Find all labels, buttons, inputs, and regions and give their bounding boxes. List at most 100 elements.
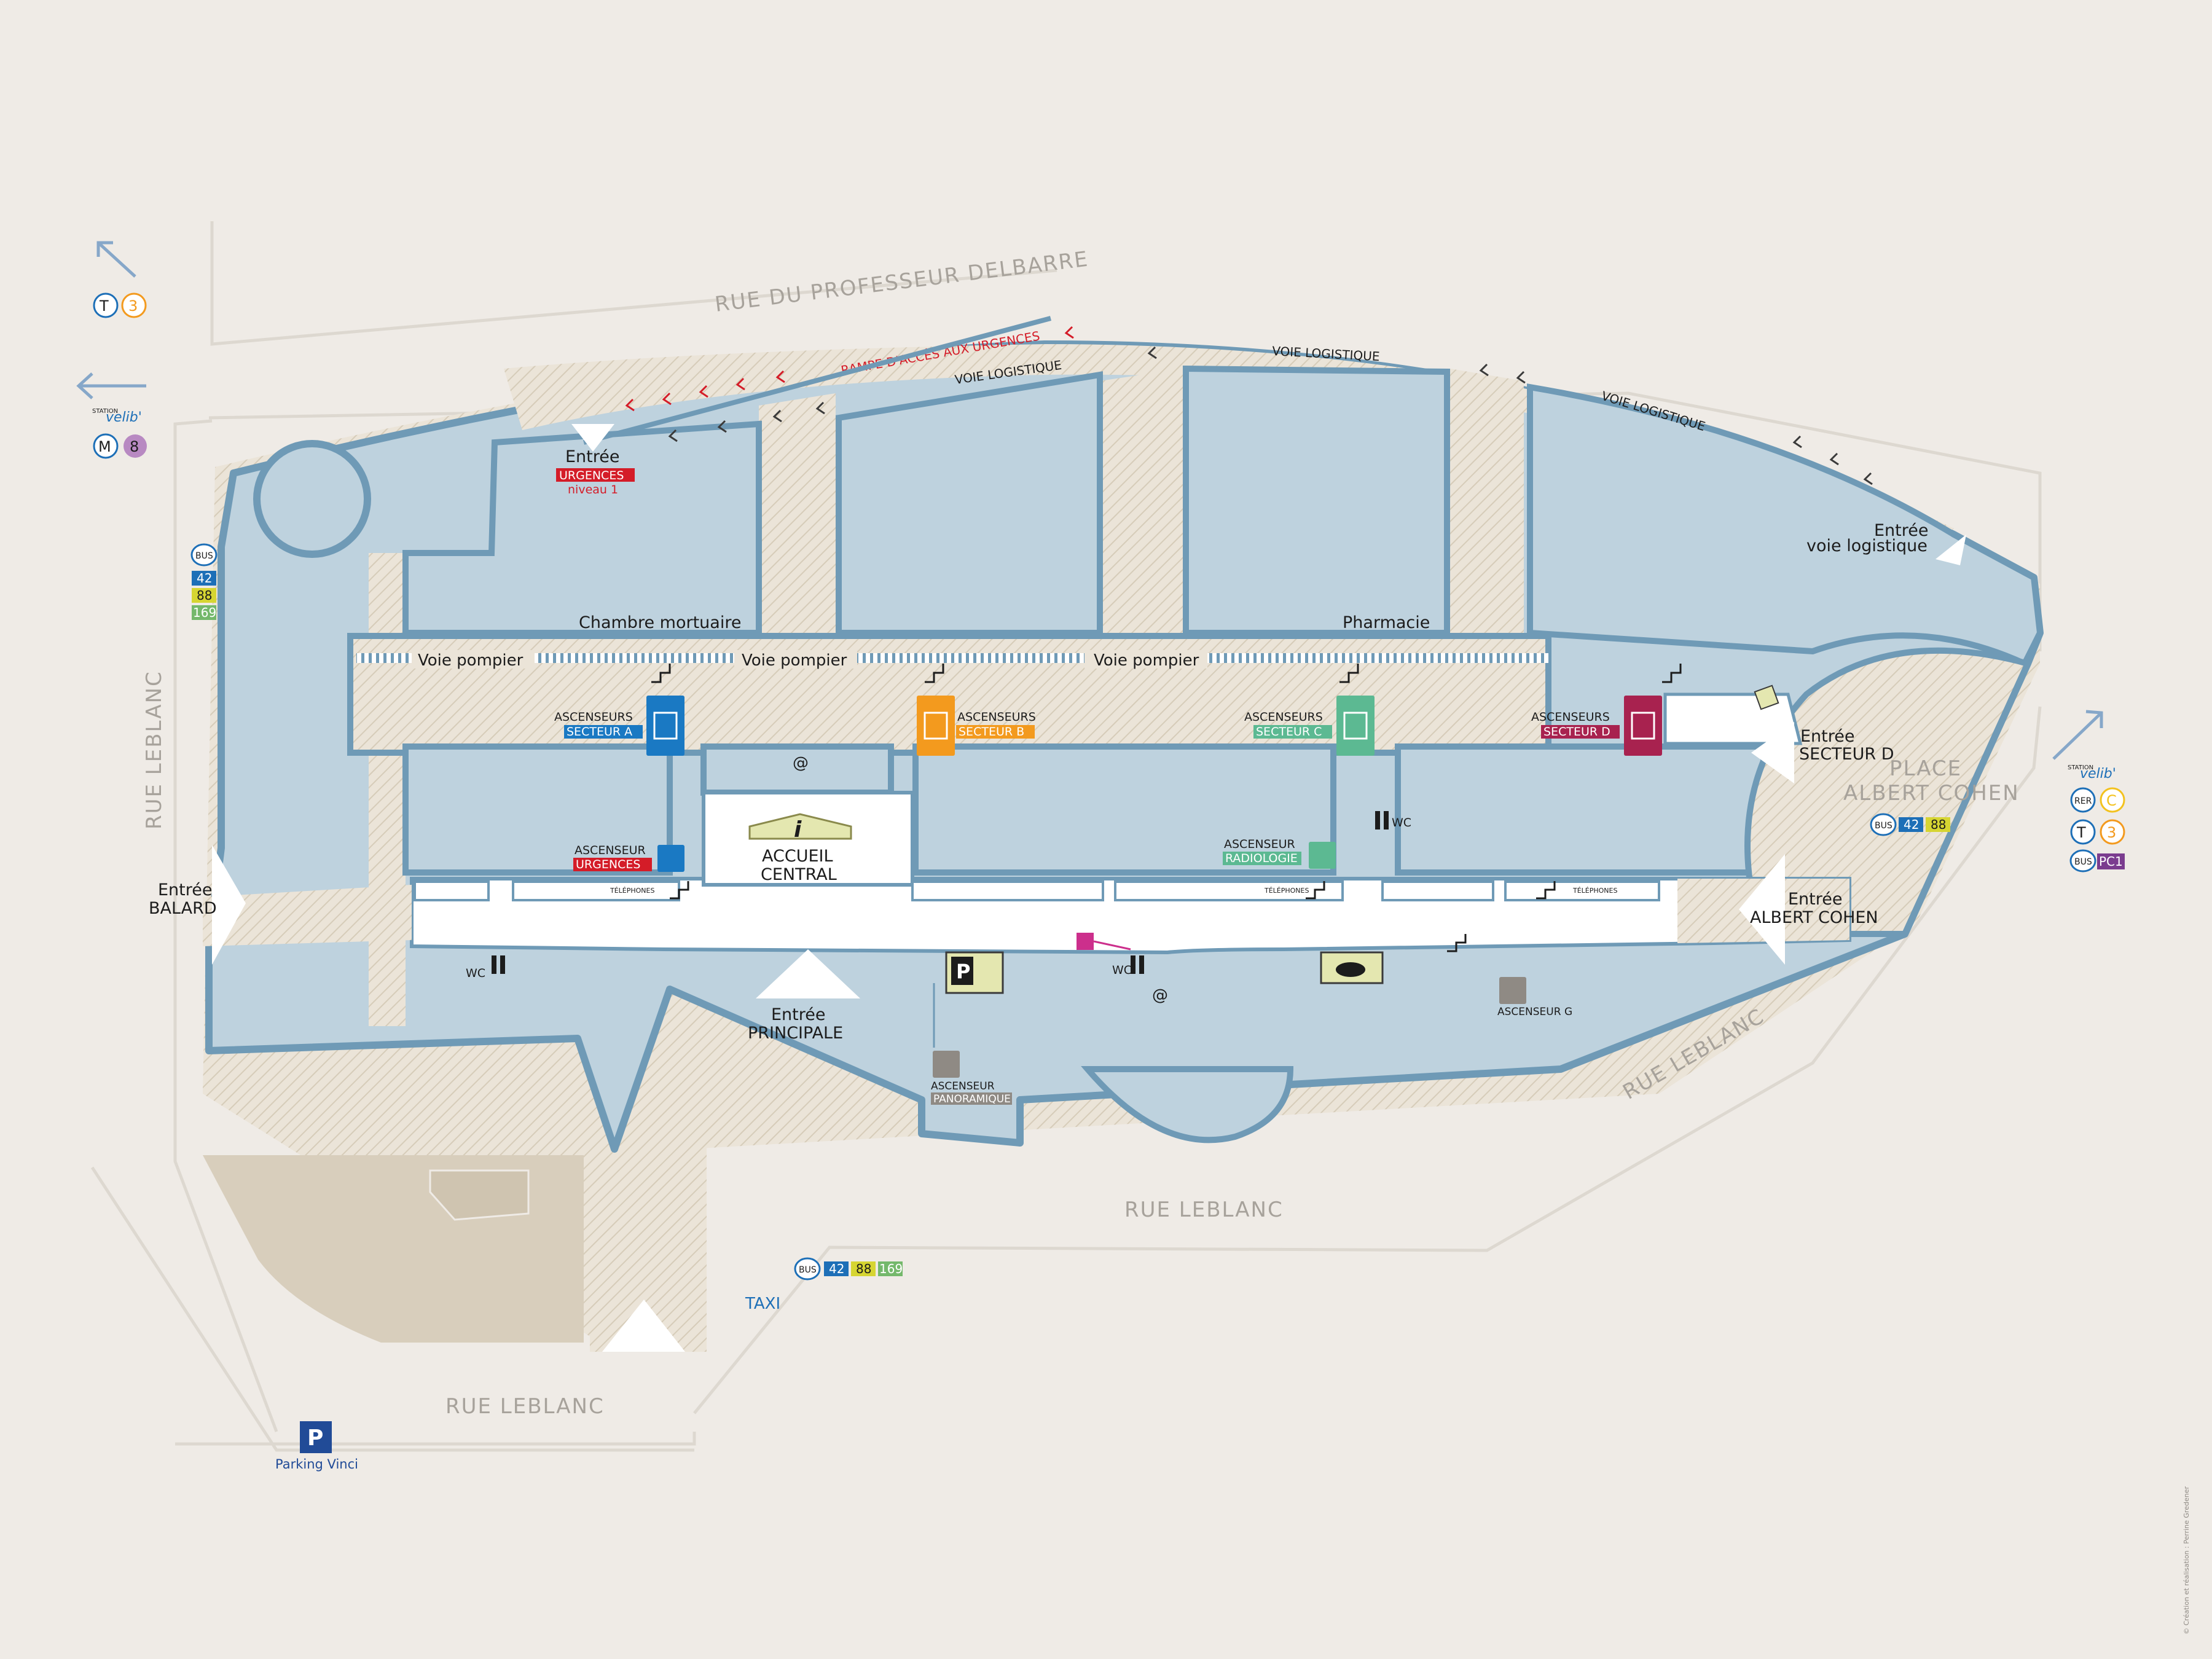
- velib-station-west: STATION: [92, 408, 118, 415]
- north-east-block: [1527, 383, 2044, 668]
- place-label-line1: PLACE: [1889, 756, 1962, 781]
- logistics-entrance-line2: voie logistique: [1806, 536, 1928, 555]
- balard-entrance-line2: BALARD: [149, 899, 217, 918]
- elevator-c-icon: [1336, 696, 1375, 756]
- albert-cohen-entrance-line2: ALBERT COHEN: [1750, 908, 1878, 927]
- metro-letter: M: [98, 438, 111, 455]
- velib-logo-east: velib': [2080, 766, 2116, 782]
- elevator-a-badge: SECTEUR A: [567, 725, 632, 739]
- rer-line-badge: [2100, 787, 2125, 813]
- room-morgue: Chambre mortuaire: [579, 613, 741, 632]
- cafe-icon: [1320, 951, 1384, 984]
- elevator-radiologie: ASCENSEUR RADIOLOGIE: [1223, 837, 1336, 869]
- elevator-c-badge: SECTEUR C: [1256, 725, 1322, 739]
- emergency-entrance-title: Entrée: [565, 447, 620, 466]
- balard-entrance-marker: [212, 845, 246, 965]
- info-icon: i: [794, 817, 802, 842]
- street-rue-leblanc-southwest: RUE LEBLANC: [445, 1394, 605, 1419]
- tram-letter-east: T: [2076, 824, 2086, 841]
- bus-line-south-3: 169: [879, 1261, 903, 1276]
- tram-icon-east: [2070, 819, 2096, 845]
- wc-label-3: WC: [1392, 816, 1411, 830]
- room-pharmacy: Pharmacie: [1343, 613, 1430, 632]
- bus-label-west: BUS: [195, 551, 213, 561]
- taxi-label: TAXI: [745, 1295, 780, 1313]
- stairs-icons: [651, 664, 1682, 952]
- bus-icon-place: [1870, 813, 1897, 836]
- bus-line-place-1: 42: [1904, 817, 1919, 832]
- elevator-d-icon: [1624, 696, 1662, 756]
- wc-icons: [492, 811, 1389, 974]
- pharmacy-shop-icon: [1077, 933, 1131, 951]
- tram-line-number-west: 3: [128, 297, 138, 315]
- north-block-2: [836, 371, 1103, 636]
- press-shop-icon: P: [945, 951, 1004, 994]
- tram-line-east: [2100, 819, 2125, 845]
- parking-vinci-letter: P: [307, 1426, 323, 1451]
- elevator-d-badge: SECTEUR D: [1543, 725, 1610, 739]
- logistics-entrance-line1: Entrée: [1874, 521, 1929, 540]
- fire-lane-stripe: [356, 653, 1548, 663]
- elevator-g-icon: [1499, 977, 1526, 1004]
- street-rue-leblanc-south: RUE LEBLANC: [1124, 1198, 1284, 1222]
- bus-line-pc1: PC1: [2099, 854, 2123, 869]
- rer-label: RER: [2074, 796, 2092, 806]
- elevator-secteur-b: ASCENSEURS SECTEUR B: [917, 696, 1036, 756]
- main-entrance-line1: Entrée: [771, 1005, 826, 1024]
- elevator-c-title: ASCENSEURS: [1244, 710, 1323, 724]
- bus-label-south: BUS: [799, 1265, 817, 1275]
- bus-label-east: BUS: [2074, 857, 2092, 867]
- credit-text: © Création et réalisation : Perrine Gred…: [2183, 1486, 2190, 1634]
- bus-label-place: BUS: [1875, 821, 1892, 831]
- tram-letter-west: T: [99, 297, 109, 315]
- tram-icon-west: [93, 292, 119, 318]
- main-entrance-line2: PRINCIPALE: [748, 1024, 843, 1043]
- emergency-entrance-badge-bg: [556, 468, 635, 482]
- bus-icon-west: [190, 543, 218, 567]
- velib-station-east: STATION: [2068, 764, 2093, 771]
- fire-lane-label-2: Voie pompier: [742, 651, 847, 670]
- rer-icon: [2070, 787, 2096, 813]
- arrow-nw: [97, 241, 136, 278]
- info-desk-secteur-d-icon: [1754, 684, 1779, 710]
- parking-vinci-icon: [300, 1421, 332, 1453]
- bus-icon-south: [794, 1257, 821, 1281]
- elevator-radiologie-icon: [1309, 842, 1336, 869]
- bus-icon-east: [2069, 849, 2096, 873]
- elevator-urgences-title: ASCENSEUR: [575, 844, 646, 857]
- elevator-secteur-d: ASCENSEURS SECTEUR D: [1531, 696, 1662, 756]
- emergency-entrance-level: niveau 1: [568, 483, 618, 496]
- entrance-markers: [212, 424, 1966, 1352]
- wc-label-1: WC: [466, 967, 485, 980]
- south-entrance-marker: [602, 1300, 685, 1352]
- elevator-secteur-c: ASCENSEURS SECTEUR C: [1244, 696, 1375, 756]
- metro-line-number: 8: [130, 438, 139, 455]
- elevator-radiologie-badge: RADIOLOGIE: [1225, 852, 1298, 865]
- elevator-g-title: ASCENSEUR G: [1497, 1006, 1572, 1018]
- bus-line-south-1: 42: [829, 1261, 844, 1276]
- metro-icon: [93, 433, 119, 459]
- corridor-rooms: [414, 880, 1660, 901]
- telephones-label-3: TÉLÉPHONES: [1572, 887, 1617, 895]
- elevator-radiologie-title: ASCENSEUR: [1224, 837, 1295, 851]
- parking-vinci-label: Parking Vinci: [275, 1457, 358, 1472]
- elevator-urgences: ASCENSEUR URGENCES: [573, 844, 684, 872]
- wc-label-2: WC: [1112, 963, 1132, 977]
- street-rue-leblanc-west: RUE LEBLANC: [142, 670, 167, 830]
- pharmacy-block: [1183, 365, 1450, 636]
- elevator-g: ASCENSEUR G: [1497, 977, 1572, 1018]
- bus-line-place-2: 88: [1931, 817, 1946, 832]
- bus-line-south-2: 88: [856, 1261, 871, 1276]
- elevator-panoramique-icon: [933, 1051, 960, 1078]
- morgue-block: [402, 420, 762, 636]
- elevator-urgences-icon: [657, 845, 684, 872]
- main-entrance-marker: [756, 949, 860, 998]
- balard-entrance-line1: Entrée: [158, 880, 213, 900]
- emergency-entrance-badge: URGENCES: [559, 469, 624, 482]
- emergency-entrance-marker: [571, 424, 614, 452]
- telephones-label-2: TÉLÉPHONES: [1264, 887, 1309, 895]
- logistics-entrance-marker: [1936, 535, 1966, 565]
- bus-line-west-2: 88: [197, 588, 212, 603]
- logistics-chevrons: [668, 346, 1873, 485]
